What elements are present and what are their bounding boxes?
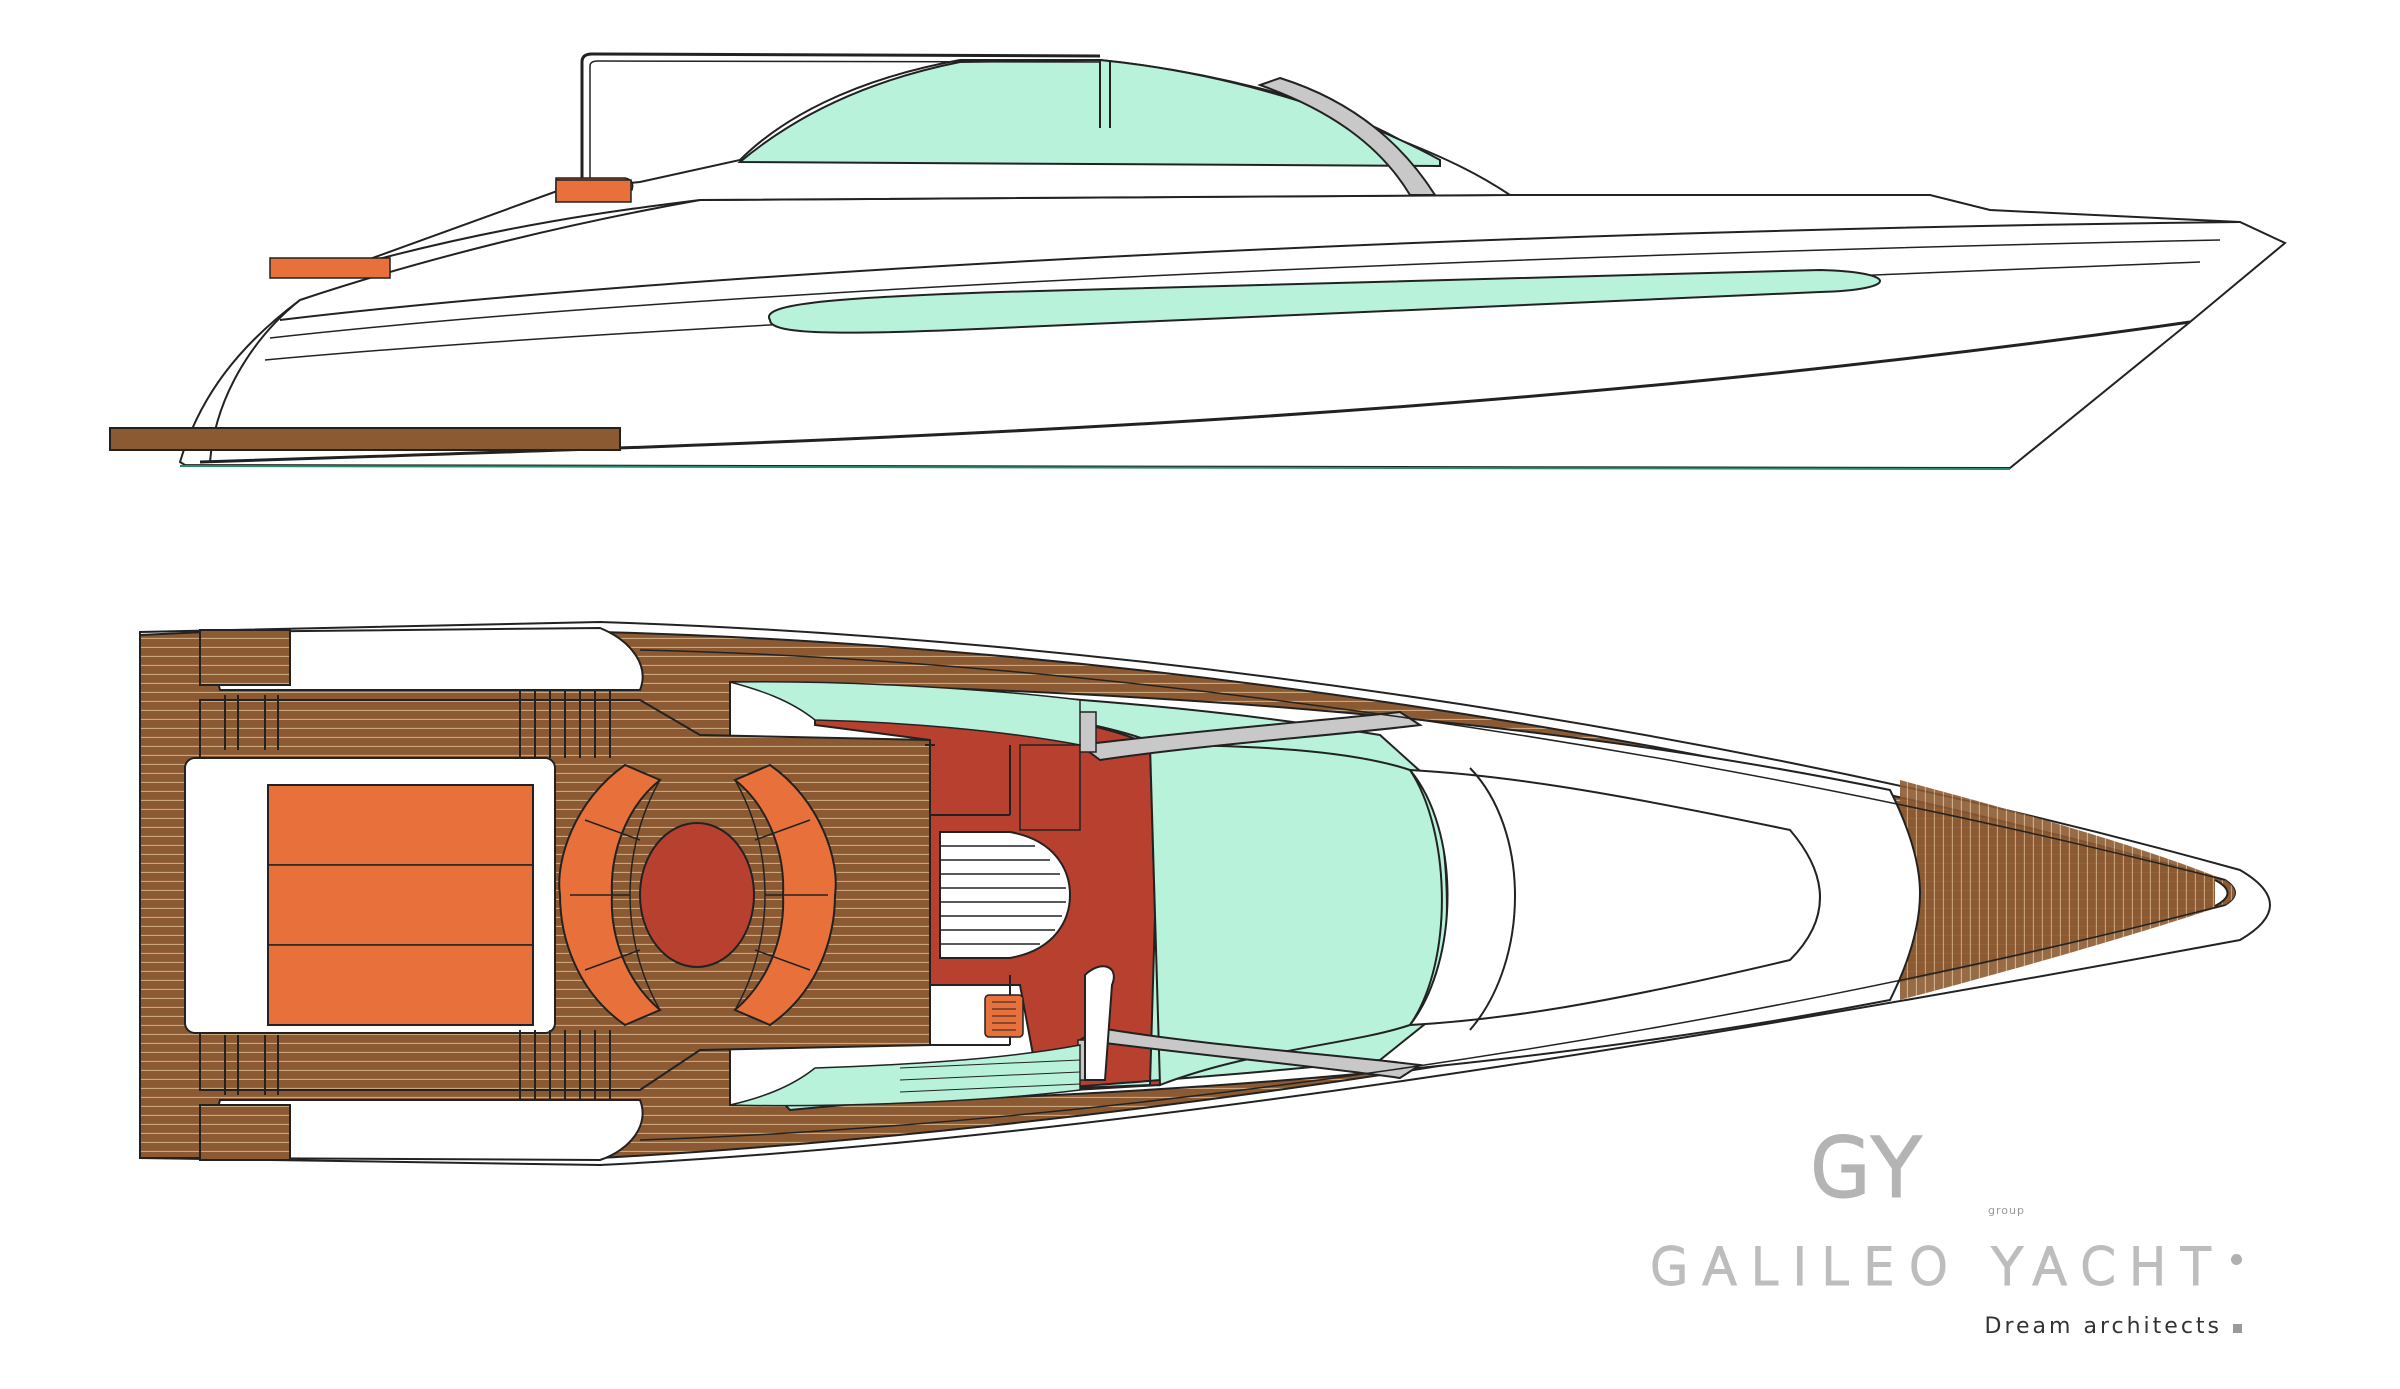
top-bow-tip: [2214, 879, 2229, 907]
top-bench-port: [1019, 744, 1081, 831]
top-companionway: [939, 831, 1072, 959]
top-cockpit-table: [639, 822, 755, 968]
top-sunpad-cushion-2: [267, 864, 534, 946]
side-sheer-line: [279, 221, 2241, 321]
top-side-line-port: [639, 649, 2226, 881]
top-stern-trim-port: [199, 629, 291, 686]
top-seat-divider-5: [754, 819, 811, 841]
side-waterline: [179, 465, 2011, 470]
side-view: [109, 52, 2287, 470]
side-orange-seat-top-block: [555, 179, 632, 203]
top-stair-steps: [940, 845, 1066, 945]
side-hull-window: [767, 268, 1881, 334]
top-step-stripes-stbd: [224, 1030, 611, 1100]
top-helm-seat-lines: [992, 1001, 1016, 1031]
top-helm-dash: [1084, 965, 1115, 1081]
top-stern-rail-stbd: [203, 1099, 644, 1162]
side-steel-arch: [1257, 76, 1437, 196]
top-stern-rail-port: [203, 626, 644, 691]
side-radar-arch-inner: [589, 60, 1101, 190]
top-stern-trim-stbd: [199, 1104, 291, 1161]
top-foredeck-white: [1407, 768, 1821, 1027]
top-step-stripes-port: [224, 690, 611, 758]
side-sheer-line-2: [269, 239, 2221, 339]
top-partition-port: [925, 740, 1011, 816]
top-side-glass-port: [729, 681, 1081, 746]
side-orange-seat-aft: [269, 257, 391, 279]
top-seat-divider-4: [584, 949, 641, 971]
top-seat-divider-3: [584, 819, 641, 841]
top-sunpad-cushion-3: [267, 944, 534, 1026]
side-swim-platform: [109, 427, 621, 451]
top-foredeck-line: [1469, 767, 1516, 1031]
top-stbd-glass-lines: [899, 1059, 1081, 1093]
top-sunpad-cushion-1: [267, 784, 534, 866]
top-seat-divider-6: [754, 949, 811, 971]
top-bow-teak: [1900, 780, 2235, 1000]
top-steel-arch-port: [1077, 710, 1423, 762]
brand-name: GALILEO YACHT: [1648, 1238, 2225, 1296]
registered-mark-icon: [2231, 1254, 2242, 1265]
brand-tagline: Dream architects: [1984, 1314, 2222, 1339]
side-radar-arch: [580, 52, 1101, 190]
tagline-square-icon: [2233, 1324, 2242, 1333]
top-side-glass-stbd: [729, 1044, 1081, 1107]
top-view: [139, 620, 2271, 1167]
gy-logo-mark: GY: [1807, 1124, 1927, 1214]
gy-logo-small: group: [1988, 1204, 2025, 1217]
top-side-line-stbd: [639, 904, 2226, 1141]
brand-block: GY group GALILEO YACHT Dream architects: [1500, 1124, 2280, 1360]
side-keel-line: [199, 320, 2191, 464]
top-sunpad-border: [267, 784, 534, 1026]
